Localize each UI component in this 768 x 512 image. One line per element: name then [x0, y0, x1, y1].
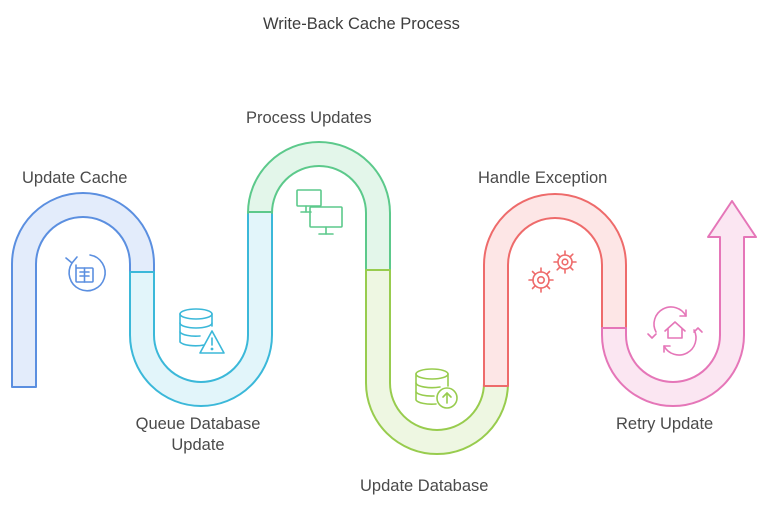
diagram-title: Write-Back Cache Process	[263, 15, 460, 33]
path-segment-handle-exception	[483, 193, 627, 387]
step-label-queue-database-update: Queue Database Update	[118, 414, 278, 456]
gears-icon	[528, 250, 577, 293]
path-segment-update-cache	[11, 192, 155, 388]
step-label-process-updates: Process Updates	[246, 109, 372, 127]
computers-icon	[296, 189, 343, 235]
step-label-handle-exception: Handle Exception	[478, 169, 608, 187]
database-upload-icon	[415, 368, 458, 409]
step-label-queue-line1: Queue Database	[135, 415, 261, 433]
step-label-retry-update: Retry Update	[616, 415, 714, 433]
path-segment-retry-update	[601, 200, 757, 407]
retry-home-icon	[647, 306, 703, 356]
step-label-update-database: Update Database	[360, 477, 489, 495]
cache-refresh-icon	[65, 254, 106, 292]
step-label-update-cache: Update Cache	[22, 169, 128, 187]
step-label-queue-line2: Update	[171, 436, 225, 454]
database-warning-icon	[179, 308, 225, 354]
path-segment-queue-database	[129, 211, 273, 407]
path-segment-process-updates	[247, 141, 391, 271]
